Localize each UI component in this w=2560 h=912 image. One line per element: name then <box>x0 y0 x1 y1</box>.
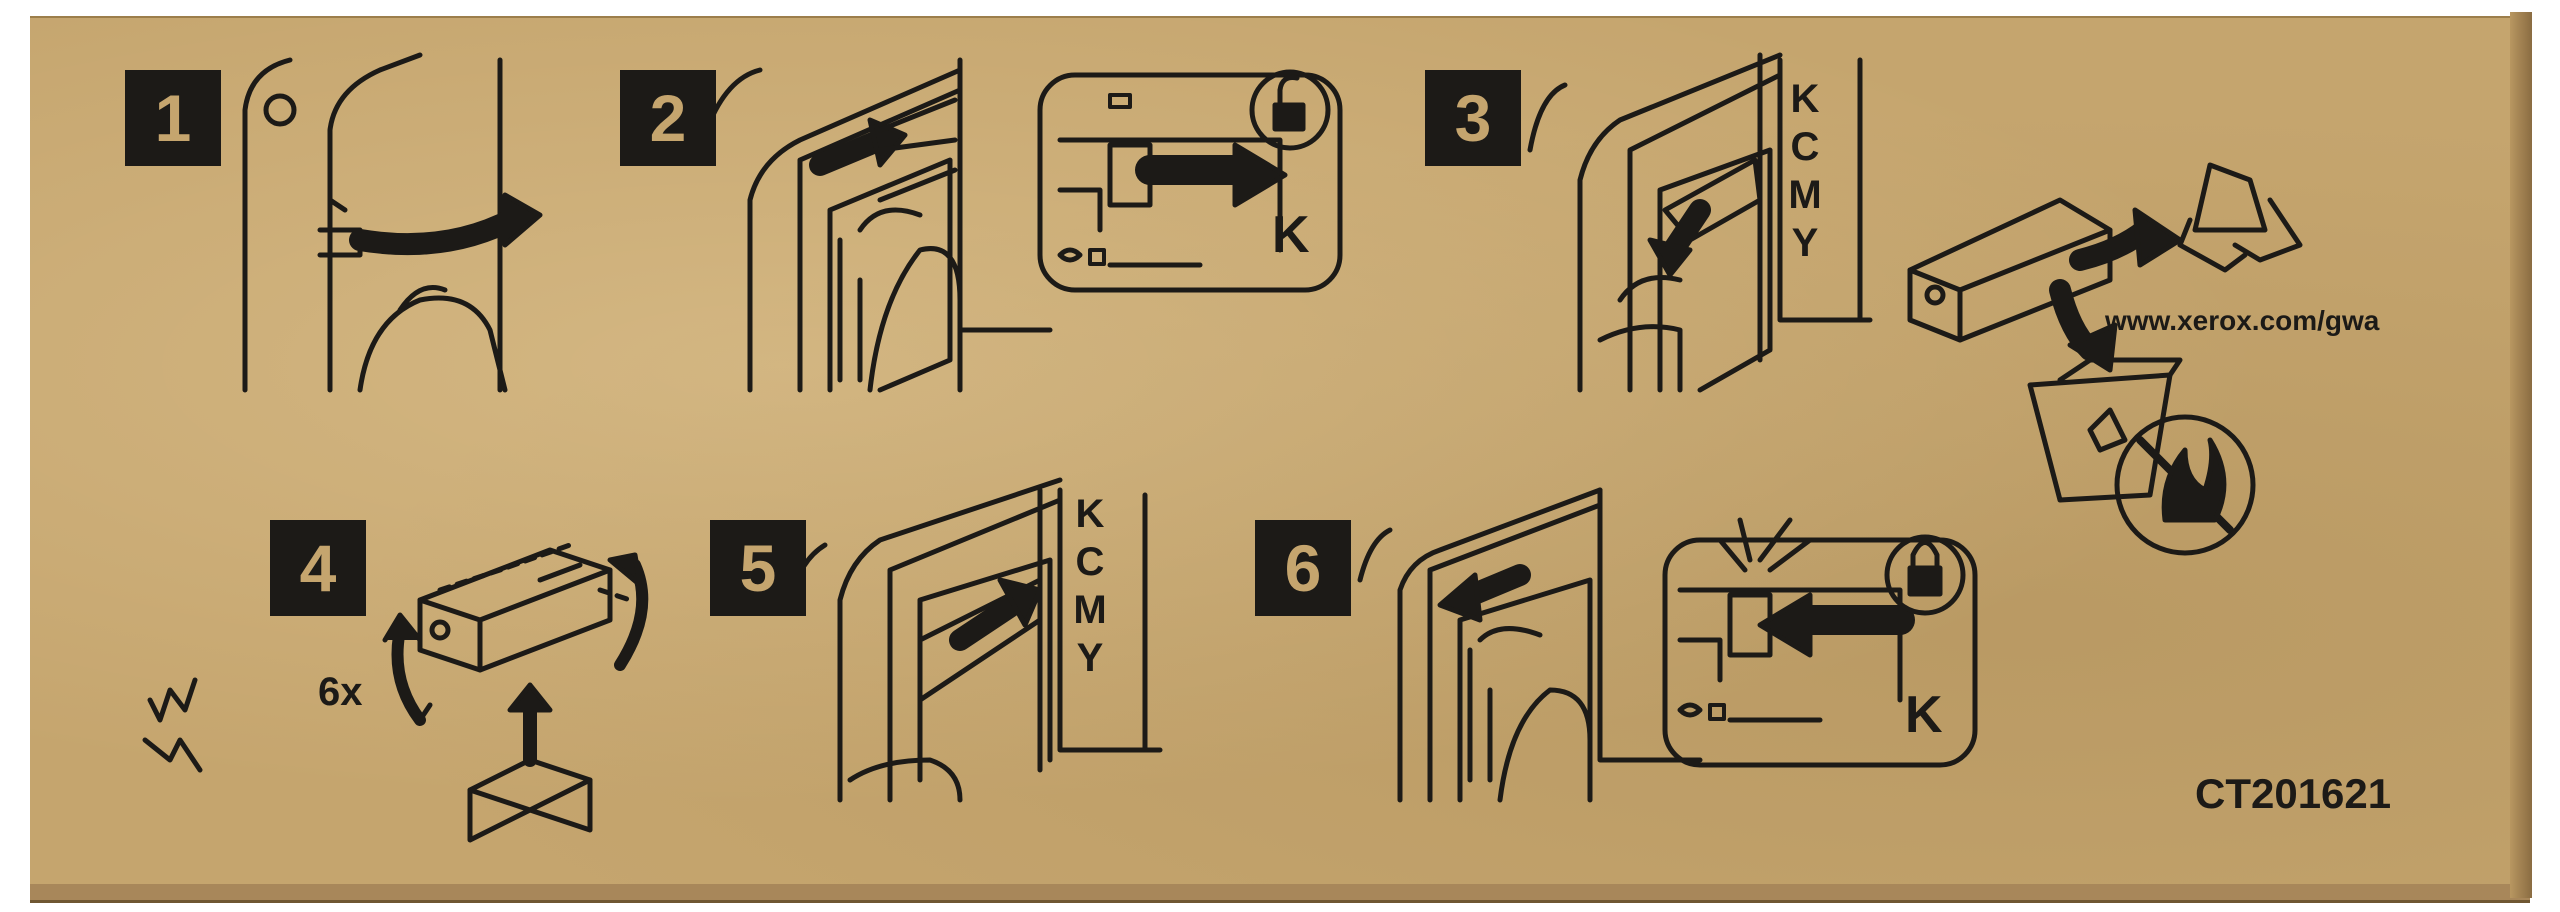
rotate-count-label: 6x <box>318 670 363 714</box>
box-bottom-edge <box>30 884 2530 903</box>
lock-panel-letter-step2: K <box>1272 206 1310 264</box>
slot-letter-y: Y <box>1791 221 1819 265</box>
slot-letter-m: M <box>1788 173 1822 217</box>
step2-pull-cartridge-illustration <box>697 57 1343 393</box>
slot-letter-k: K <box>1075 492 1105 536</box>
lock-panel-letter-step6: K <box>1905 686 1943 744</box>
box-right-edge <box>2510 12 2532 898</box>
step4-shake-cartridge-illustration <box>142 542 649 843</box>
slot-letter-c: C <box>1075 540 1105 584</box>
slot-letter-m: M <box>1073 588 1107 632</box>
step-number-5: 5 <box>710 520 806 616</box>
step-number-1: 1 <box>125 70 221 166</box>
step1-open-door-illustration <box>242 52 543 393</box>
slot-letter-y: Y <box>1076 636 1104 680</box>
step-number-4: 4 <box>270 520 366 616</box>
step-number-2: 2 <box>620 70 716 166</box>
step3-remove-cartridge-illustration <box>1527 52 1873 393</box>
step-number-3: 3 <box>1425 70 1521 166</box>
recycle-url: www.xerox.com/gwa <box>2105 305 2380 336</box>
product-code: CT201621 <box>2195 770 2392 817</box>
recycle-disposal-illustration <box>1907 162 2303 556</box>
kcmy-label-step3: K C M Y <box>1785 75 1825 267</box>
step6-close-lock-illustration <box>1357 487 1978 803</box>
slot-letter-k: K <box>1790 77 1820 121</box>
kcmy-label-step5: K C M Y <box>1070 490 1110 682</box>
step-number-6: 6 <box>1255 520 1351 616</box>
slot-letter-c: C <box>1790 125 1820 169</box>
